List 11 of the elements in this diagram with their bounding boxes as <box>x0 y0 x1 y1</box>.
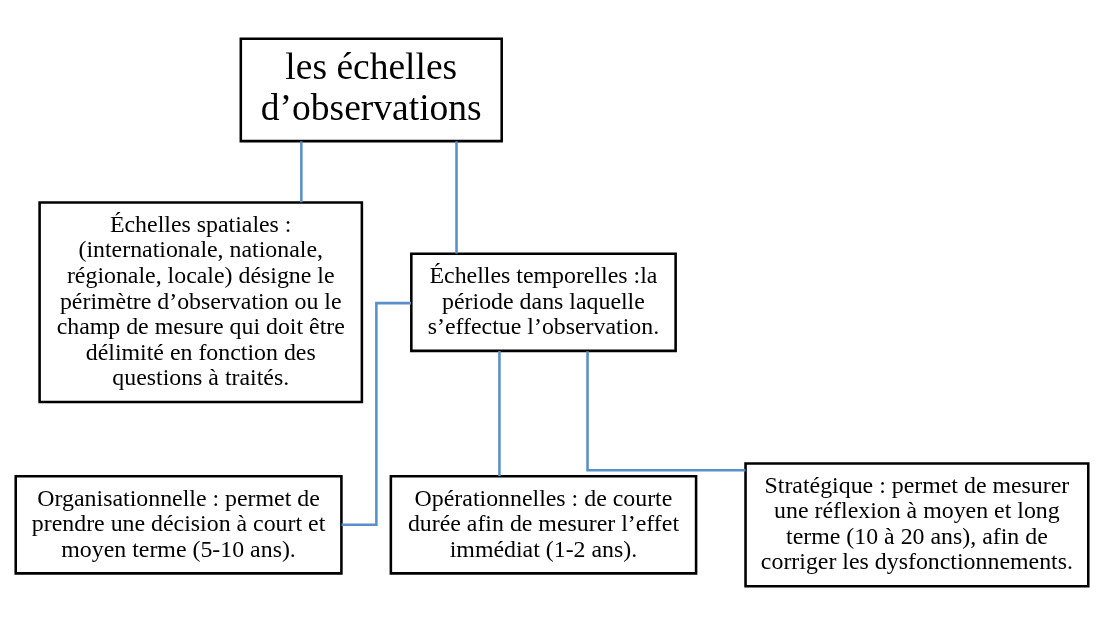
connector <box>498 351 501 477</box>
connector <box>455 141 458 254</box>
node-box: Échelles spatiales : (internationale, nationale, régionale, locale) désigne le périmètre d’observation ou le champ de mesure qui doit être délimité en fonction des questions à traités. <box>38 201 364 404</box>
node-box: Échelles temporelles :la période dans laquelle s’effectue l’observation. <box>410 252 677 353</box>
connector <box>586 351 746 472</box>
node-box: Organisationnelle : permet de prendre une décision à court et moyen terme (5-10 ans). <box>14 474 343 575</box>
node-box: Stratégique : permet de mesurer une réflexion à moyen et long terme (10 à 20 ans), afin de corriger les dysfonctionnements. <box>744 462 1090 588</box>
node-box: Opérationnelles : de courte durée afin de mesurer l’effet immédiat (1-2 ans). <box>389 474 698 575</box>
node-box: les échelles d’observations <box>239 37 503 143</box>
connector <box>341 301 411 527</box>
connector <box>300 141 303 203</box>
